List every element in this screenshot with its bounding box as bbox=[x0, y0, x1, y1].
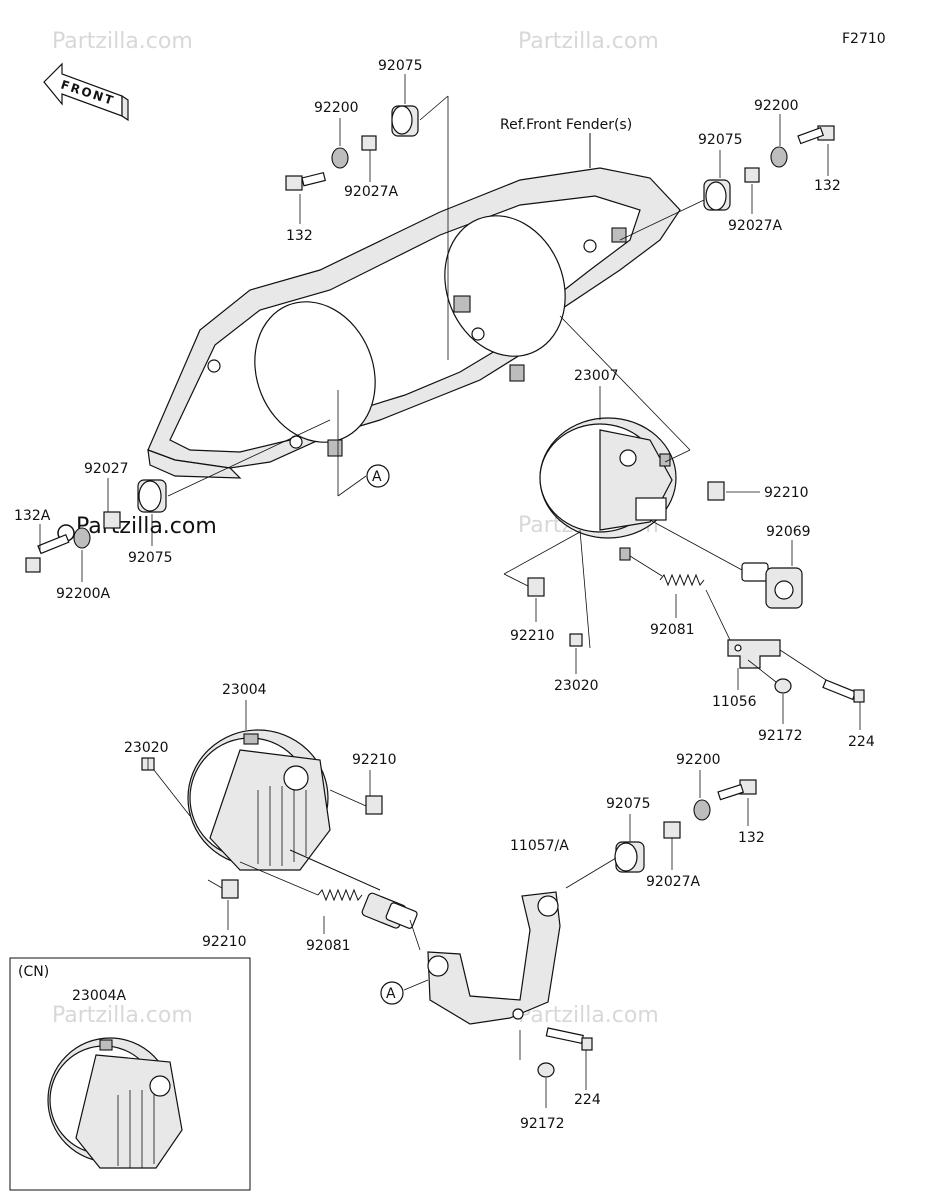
part-label-132: 132 bbox=[814, 178, 841, 194]
washer-92200 bbox=[693, 799, 711, 821]
bolt-224 bbox=[822, 679, 865, 703]
part-label-92172: 92172 bbox=[758, 728, 803, 744]
part-label-92081: 92081 bbox=[306, 938, 351, 954]
washer-92200 bbox=[770, 146, 788, 168]
screw-92172 bbox=[774, 678, 792, 694]
bracket-11057a bbox=[427, 891, 561, 1025]
spring-92081 bbox=[659, 573, 705, 587]
part-label-92075: 92075 bbox=[378, 58, 423, 74]
spring-92081 bbox=[317, 888, 363, 902]
part-label-92027a: 92027A bbox=[646, 874, 701, 890]
front-direction-arrow: FRONT bbox=[43, 62, 129, 122]
connector bbox=[289, 849, 418, 929]
part-label-11056: 11056 bbox=[712, 694, 757, 710]
part-label-92210: 92210 bbox=[510, 628, 555, 644]
grommet-92075 bbox=[614, 841, 645, 873]
bracket-11056 bbox=[727, 639, 781, 669]
part-label-23020: 23020 bbox=[124, 740, 169, 756]
leader-lines bbox=[39, 74, 861, 1108]
clip-92210 bbox=[221, 879, 239, 899]
part-label-92210: 92210 bbox=[764, 485, 809, 501]
cn-inset: (CN) bbox=[9, 957, 251, 1191]
part-label-92200: 92200 bbox=[314, 100, 359, 116]
figure-code: F2710 bbox=[842, 31, 886, 47]
part-label-132: 132 bbox=[738, 830, 765, 846]
part-label-23004: 23004 bbox=[222, 682, 267, 698]
part-label-92075: 92075 bbox=[606, 796, 651, 812]
part-label-23007: 23007 bbox=[574, 368, 619, 384]
watermark-text: Partzilla.com bbox=[518, 29, 659, 54]
clip-92210 bbox=[365, 795, 383, 815]
watermark-text: Partzilla.com bbox=[52, 1003, 193, 1028]
part-label-92075: 92075 bbox=[698, 132, 743, 148]
fog-light-fins bbox=[257, 786, 307, 866]
part-label-92027a: 92027A bbox=[344, 184, 399, 200]
callout-letter: A bbox=[386, 986, 396, 1002]
part-label-11057a: 11057/A bbox=[510, 838, 569, 854]
part-label-92200a: 92200A bbox=[56, 586, 111, 602]
callout-letter: A bbox=[372, 469, 382, 485]
collar-92027a bbox=[744, 167, 760, 183]
part-label-132a: 132A bbox=[14, 508, 51, 524]
reference-note: Ref.Front Fender(s) bbox=[500, 117, 632, 133]
cn-label: (CN) bbox=[18, 964, 49, 980]
part-label-92210: 92210 bbox=[202, 934, 247, 950]
part-label-92210: 92210 bbox=[352, 752, 397, 768]
bulb-92069 bbox=[741, 562, 803, 609]
part-label-224: 224 bbox=[574, 1092, 601, 1108]
clip-92210 bbox=[527, 577, 545, 597]
bolt-132a bbox=[25, 533, 70, 573]
part-label-92075: 92075 bbox=[128, 550, 173, 566]
washer-92200 bbox=[331, 147, 349, 169]
part-label-92200: 92200 bbox=[754, 98, 799, 114]
watermarks: Partzilla.com Partzilla.com Partzilla.co… bbox=[52, 29, 659, 1028]
part-label-23020: 23020 bbox=[554, 678, 599, 694]
clip-92210 bbox=[707, 481, 725, 501]
part-label-92069: 92069 bbox=[766, 524, 811, 540]
screw-92172 bbox=[537, 1062, 555, 1078]
part-label-92172: 92172 bbox=[520, 1116, 565, 1132]
callout-a: A bbox=[366, 464, 390, 488]
bolt-224 bbox=[545, 1027, 593, 1051]
top-right-mount-hardware bbox=[703, 125, 835, 211]
part-label-132: 132 bbox=[286, 228, 313, 244]
bolt-132 bbox=[285, 171, 327, 191]
collar-92027a bbox=[361, 135, 377, 151]
top-left-mount-hardware bbox=[285, 105, 419, 191]
part-label-92027a: 92027A bbox=[728, 218, 783, 234]
left-mount-hardware bbox=[25, 479, 167, 573]
watermark-text: Partzilla.com bbox=[518, 1003, 659, 1028]
callout-a: A bbox=[380, 981, 404, 1005]
grommet-92075 bbox=[137, 479, 167, 513]
watermark-text-dark: Partzilla.com bbox=[76, 514, 217, 539]
headlight-housing bbox=[147, 167, 681, 479]
part-labels: 92075 92200 92027A 132 92200 92075 132 9… bbox=[14, 58, 875, 1132]
headlight-unit-23007 bbox=[539, 417, 677, 561]
part-label-224: 224 bbox=[848, 734, 875, 750]
part-label-92200: 92200 bbox=[676, 752, 721, 768]
washer-92200a bbox=[73, 527, 91, 549]
part-label-23004a: 23004A bbox=[72, 988, 127, 1004]
collar-92027 bbox=[103, 511, 121, 529]
part-label-92027: 92027 bbox=[84, 461, 129, 477]
fog-light-23004a bbox=[47, 1037, 183, 1169]
fog-light-23004 bbox=[187, 729, 331, 871]
grommet-92075 bbox=[391, 105, 419, 137]
watermark-text: Partzilla.com bbox=[52, 29, 193, 54]
bolt-132 bbox=[797, 125, 835, 145]
grommet-92075 bbox=[703, 179, 731, 211]
collar-92027a bbox=[663, 821, 681, 839]
bolt-132 bbox=[717, 779, 757, 801]
part-label-92081: 92081 bbox=[650, 622, 695, 638]
nut-23020 bbox=[569, 633, 583, 647]
lower-right-mount-hardware bbox=[614, 779, 757, 873]
